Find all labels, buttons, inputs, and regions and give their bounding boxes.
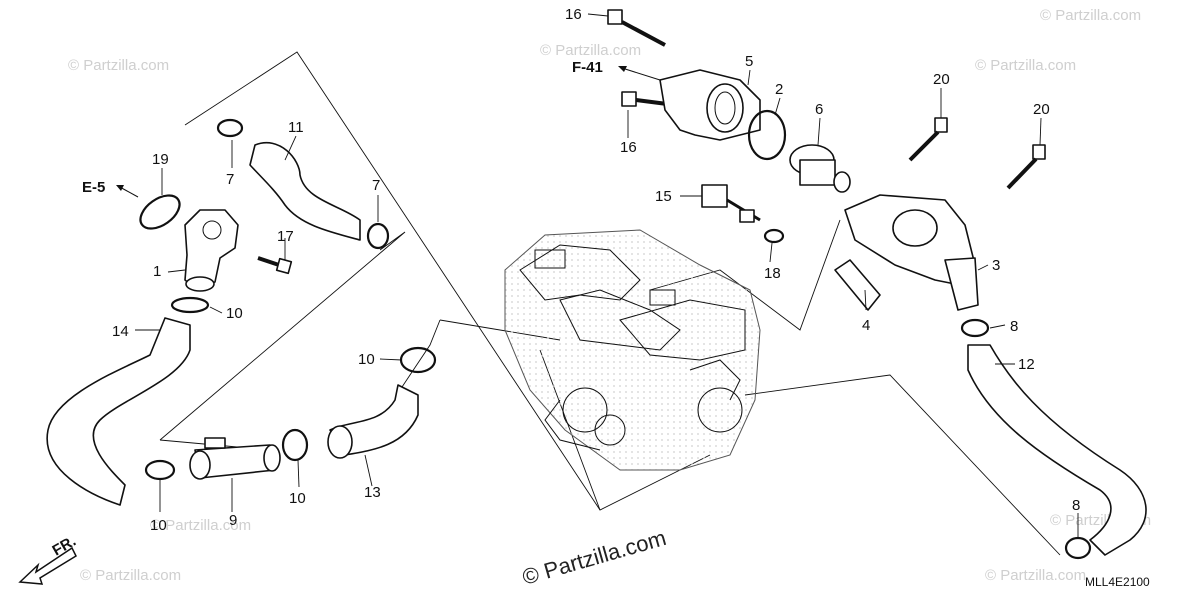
hose-11 [249, 142, 361, 241]
callout-20: 20 [1033, 101, 1050, 118]
callout-1: 1 [153, 263, 161, 280]
arrow-icon [618, 66, 627, 72]
water-pipe-9 [189, 437, 281, 480]
callout-4: 4 [862, 317, 870, 334]
callout-13: 13 [364, 484, 381, 501]
callout-9: 9 [229, 512, 237, 529]
watermark-text: © Partzilla.com [1040, 7, 1141, 24]
clamp-8-lower [1064, 536, 1092, 560]
bolt-17 [257, 256, 293, 275]
ref-e5: E-5 [82, 179, 139, 198]
seal-2 [747, 109, 787, 161]
hose-14 [46, 317, 191, 506]
bolt-16-upper [607, 9, 666, 47]
clamp-10-a [170, 296, 210, 314]
callout-8: 8 [1010, 318, 1018, 335]
callout-19: 19 [152, 151, 169, 168]
callout-5: 5 [745, 53, 753, 70]
callout-16: 16 [620, 139, 637, 156]
ref-f41: F-41 [572, 59, 661, 81]
callout-20: 20 [933, 71, 950, 88]
callout-labels: 1 2 3 4 5 6 7 7 8 8 9 10 10 10 10 11 12 … [112, 6, 1080, 534]
callout-10: 10 [226, 305, 243, 322]
callout-7: 7 [226, 171, 234, 188]
hose-12 [967, 344, 1147, 556]
callout-17: 17 [277, 228, 294, 245]
clamp-7-lower [366, 222, 390, 250]
callout-11: 11 [288, 119, 304, 136]
ref-e5-label: E-5 [82, 179, 105, 196]
ref-f41-label: F-41 [572, 59, 603, 76]
watermark-text: © Partzilla.com [68, 57, 169, 74]
clamp-8-upper [960, 318, 990, 338]
engine-block [504, 229, 761, 471]
callout-18: 18 [764, 265, 781, 282]
bolt-20-right [1006, 144, 1046, 190]
callout-10: 10 [358, 351, 375, 368]
watermark-text: © Partzilla.com [975, 57, 1076, 74]
callout-2: 2 [775, 81, 783, 98]
thermostat-housing-3 [844, 194, 979, 311]
callout-3: 3 [992, 257, 1000, 274]
washer-18 [763, 228, 785, 244]
water-joint-1 [184, 209, 239, 292]
o-ring-19 [139, 194, 181, 230]
callout-16: 16 [565, 6, 582, 23]
clamp-10-c [144, 459, 176, 481]
gasket-4 [834, 259, 881, 311]
watermark-text: © Partzilla.com [985, 567, 1086, 584]
diagram-code: MLL4E2100 [1085, 575, 1150, 589]
watermark-main: © Partzilla.com [519, 525, 668, 590]
arrow-icon [116, 185, 124, 191]
callout-15: 15 [655, 188, 672, 205]
watermark-text: © Partzilla.com [150, 517, 251, 534]
callout-14: 14 [112, 323, 129, 340]
callout-6: 6 [815, 101, 823, 118]
clamp-7-upper [216, 118, 244, 138]
thermostat-cover-5 [659, 69, 761, 141]
front-arrow-icon [18, 546, 77, 585]
bolt-20-left [908, 117, 948, 162]
hose-13-end [327, 425, 353, 459]
callout-10: 10 [289, 490, 306, 507]
callout-7: 7 [372, 177, 380, 194]
callout-8: 8 [1072, 497, 1080, 514]
front-indicator: FR. [18, 533, 79, 585]
watermark-text: © Partzilla.com [80, 567, 181, 584]
thermostat-6 [789, 144, 851, 193]
clamp-10-d [281, 428, 309, 462]
clamp-10-b [399, 346, 437, 374]
callout-10: 10 [150, 517, 167, 534]
watermark-text: © Partzilla.com [540, 42, 641, 59]
callout-leaders [135, 13, 1079, 538]
callout-12: 12 [1018, 356, 1035, 373]
temp-sensor-15 [701, 184, 761, 223]
